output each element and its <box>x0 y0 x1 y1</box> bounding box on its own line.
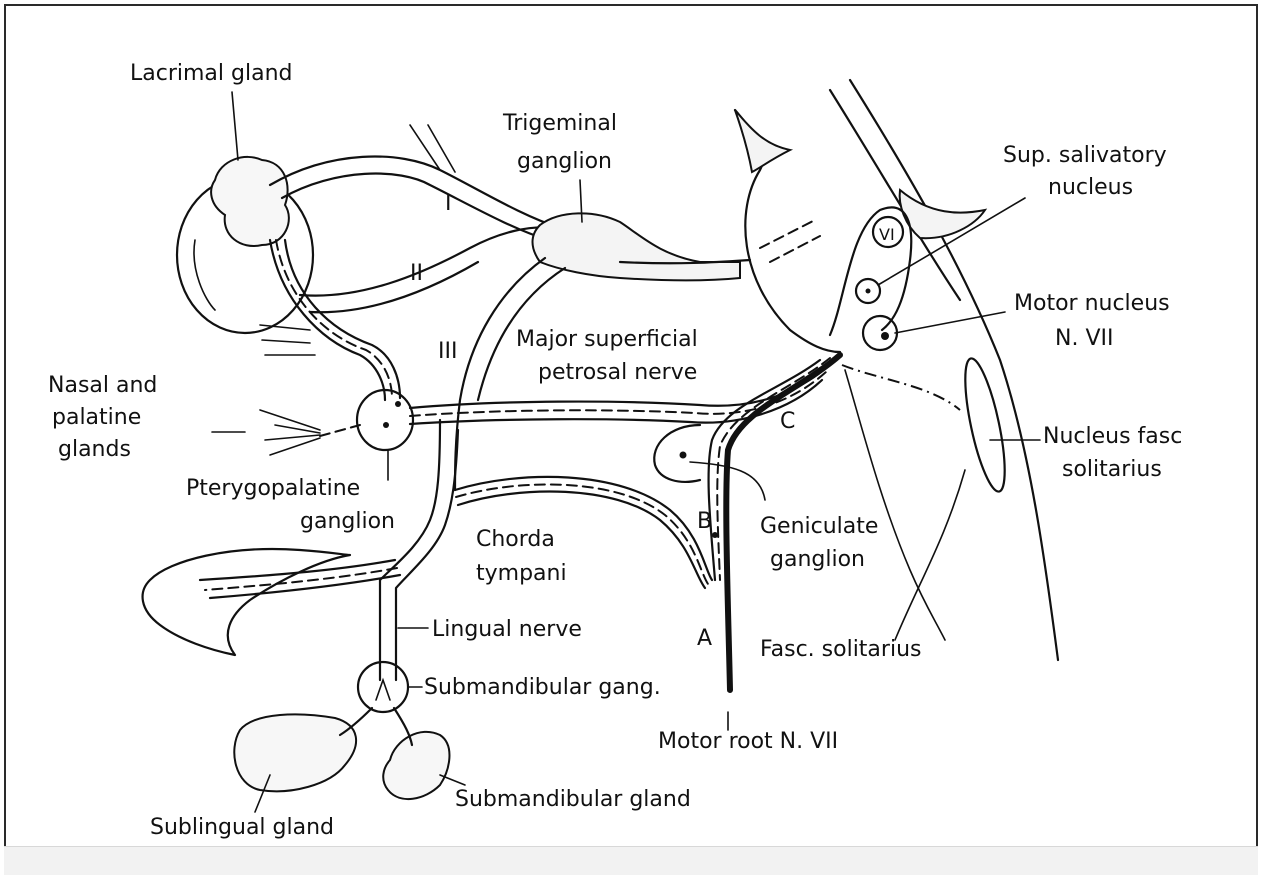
label-major-superficial-2: petrosal nerve <box>538 360 697 385</box>
label-letter-B: B <box>697 509 712 534</box>
pterygo-dot-2 <box>383 422 389 428</box>
label-trigeminal-1: Trigeminal <box>502 111 617 136</box>
label-pterygopalatine-2: ganglion <box>300 509 395 534</box>
label-major-superficial-1: Major superficial <box>516 327 698 352</box>
submandibular-gland-shape <box>383 732 449 799</box>
lacrimal-path-inner <box>285 240 400 398</box>
lingual-to-tongue <box>200 560 395 580</box>
label-nucleus-fasc-2: solitarius <box>1062 457 1162 482</box>
label-geniculate-1: Geniculate <box>760 514 878 539</box>
motor-nucleus-dot <box>881 332 889 340</box>
abducens-loop-outer <box>830 207 911 335</box>
label-motor-root: Motor root N. VII <box>658 729 838 754</box>
label-letter-A: A <box>697 626 712 651</box>
label-submandibular-gland: Submandibular gland <box>455 787 691 812</box>
label-fasc-solitarius: Fasc. solitarius <box>760 637 921 662</box>
nasal-glands-branches <box>260 410 320 455</box>
chorda-dot <box>712 532 718 538</box>
eye-shading <box>194 240 215 310</box>
label-letter-C: C <box>780 409 795 434</box>
label-motor-nucleus-2: N. VII <box>1055 326 1113 351</box>
label-sublingual-gland: Sublingual gland <box>150 815 334 840</box>
submandibular-ganglion <box>358 662 408 712</box>
fasc-solitarius-dashdot <box>842 365 960 410</box>
lacrimal-gland-shape <box>211 157 289 246</box>
label-roman-VI: VI <box>879 225 895 244</box>
trigeminal-branch-II <box>300 227 555 295</box>
trigeminal-ganglion-shape <box>533 213 741 280</box>
label-sup-salivatory-1: Sup. salivatory <box>1003 143 1167 168</box>
trigeminal-branch-I-top-2 <box>428 125 455 172</box>
label-lingual-nerve: Lingual nerve <box>432 617 582 642</box>
palatine-short-lines <box>260 325 315 355</box>
label-geniculate-2: ganglion <box>770 547 865 572</box>
stippled-ventricle <box>900 190 985 238</box>
lacrimal-path-dashed <box>276 240 392 398</box>
motor-nucleus-circle <box>863 316 897 350</box>
trigeminal-branch-II-inner <box>310 262 478 312</box>
label-submandibular-gang: Submandibular gang. <box>424 675 661 700</box>
lacrimal-pointer <box>232 92 238 160</box>
trigeminal-branch-III <box>455 258 545 490</box>
label-chorda-2: tympani <box>476 561 567 586</box>
label-nasal-2: palatine <box>52 405 141 430</box>
sublingual-gland-shape <box>234 714 356 791</box>
sup-salivatory-dot <box>866 289 871 294</box>
label-nasal-1: Nasal and <box>48 373 157 398</box>
label-roman-I: I <box>445 191 452 216</box>
pterygo-dot-1 <box>395 401 401 407</box>
nasal-dashed <box>320 425 360 436</box>
label-pterygopalatine-1: Pterygopalatine <box>186 476 360 501</box>
label-sup-salivatory-2: nucleus <box>1048 175 1133 200</box>
label-trigeminal-2: ganglion <box>517 149 612 174</box>
geniculate-dot <box>680 452 687 459</box>
label-lacrimal-gland: Lacrimal gland <box>130 61 292 86</box>
fasc-tract-line-1 <box>845 370 945 640</box>
geniculate-ganglion-shape <box>654 425 700 482</box>
label-chorda-1: Chorda <box>476 527 555 552</box>
label-roman-III: III <box>438 339 457 364</box>
stippled-pons-tip <box>735 110 790 172</box>
label-roman-II: II <box>410 261 423 286</box>
label-nasal-3: glands <box>58 437 131 462</box>
label-motor-nucleus-1: Motor nucleus <box>1014 291 1170 316</box>
tongue-shape <box>143 549 350 655</box>
submandibular-ganglion-arrow <box>376 680 390 700</box>
fasc-tract-line-2 <box>895 470 965 640</box>
label-nucleus-fasc-1: Nucleus fasc <box>1043 424 1182 449</box>
